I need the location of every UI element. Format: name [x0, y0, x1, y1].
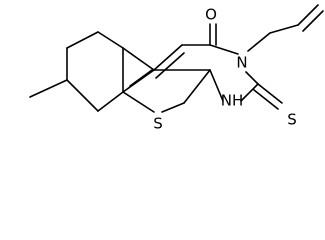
molecule-structure: O N NH S S: [29, 4, 324, 133]
bond-thiophene-bottom-left: [122, 91, 155, 113]
bond-layer: [29, 4, 324, 113]
bond-thione: [257, 83, 283, 104]
bond-pyrimidinone-top-left: [153, 44, 183, 71]
bond-allyl-end: [297, 4, 319, 26]
thione-sulfur-label: S: [287, 111, 297, 129]
bond-cyclohexane-top: [66, 31, 99, 49]
bond-methyl-to-cyclohexane: [29, 79, 68, 98]
bond-n3-to-thione-carbon: [245, 71, 259, 85]
bond-thione-carbon-to-nh: [240, 83, 259, 102]
thiophene-sulfur-label: S: [153, 115, 163, 133]
bond-thione-double: [253, 89, 279, 110]
bond-thiophene-left-inner: [122, 69, 155, 93]
bond-n3-to-allyl: [247, 32, 271, 52]
bond-thiophene-to-pyrimidinone: [122, 47, 155, 71]
bond-allyl-middle: [269, 24, 299, 34]
n3-label: N: [236, 54, 247, 72]
bond-thiophene-bottom-right: [161, 102, 185, 113]
bond-thiophene-right: [183, 69, 211, 104]
bond-cyclohexane-bottom-right: [97, 91, 124, 112]
nh-label: NH: [221, 92, 244, 110]
bond-thiophene-left-inner-double: [129, 69, 153, 87]
bond-pyrimidinone-top-left-double: [155, 52, 185, 79]
atom-label-layer: O N NH S S: [153, 6, 297, 133]
bond-cyclohexane-top-right: [97, 31, 124, 49]
oxygen-label: O: [205, 6, 217, 24]
bond-cyclohexane-bottom-left: [66, 79, 99, 112]
bond-carbonyl-to-n3: [209, 44, 239, 55]
molecule-canvas: O N NH S S: [29, 4, 324, 133]
bond-allyl-end-double: [302, 10, 324, 32]
bond-nh-to-fused-carbon: [209, 69, 224, 102]
